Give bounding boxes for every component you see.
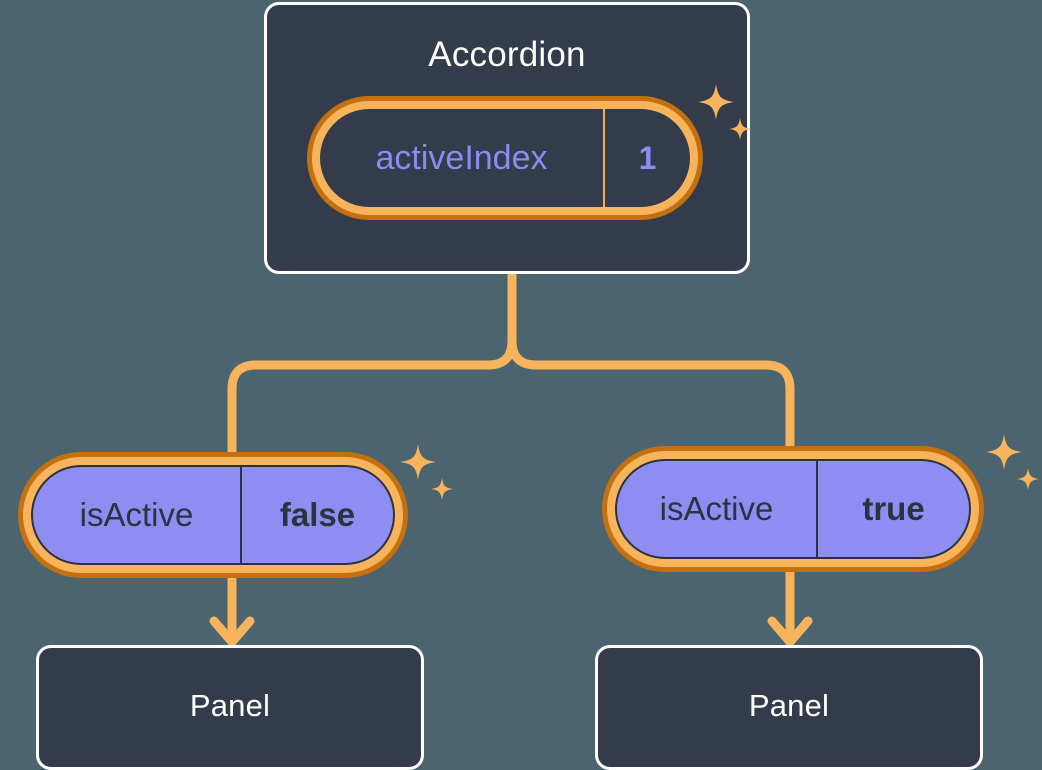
sparkle-icon-small bbox=[431, 478, 453, 500]
prop-pill-key: isActive bbox=[33, 467, 242, 563]
panel-card-title: Panel bbox=[748, 688, 830, 723]
prop-pill-is-active-true[interactable]: isActive true bbox=[602, 446, 984, 572]
sparkle-icon-small bbox=[1017, 468, 1039, 490]
state-pill-active-index[interactable]: activeIndex 1 bbox=[307, 96, 703, 220]
sparkle-icon bbox=[400, 444, 436, 480]
arrowhead-left-panel-icon bbox=[209, 616, 255, 647]
prop-pill-value: true bbox=[862, 490, 925, 527]
sparkle-icon bbox=[986, 434, 1022, 470]
prop-pill-is-active-false[interactable]: isActive false bbox=[18, 452, 408, 578]
pill-body: isActive true bbox=[615, 459, 971, 559]
pill-body: isActive false bbox=[31, 465, 395, 565]
prop-pill-value: false bbox=[279, 496, 356, 533]
wire-accordion-to-right-pill bbox=[507, 271, 795, 451]
arrowhead-right-panel-icon bbox=[767, 616, 813, 647]
state-pill-value: 1 bbox=[638, 139, 657, 176]
wire-accordion-to-left-pill bbox=[227, 271, 517, 457]
prop-pill-key: isActive bbox=[617, 461, 818, 557]
accordion-card-title: Accordion bbox=[428, 35, 586, 74]
panel-component-card-right[interactable]: Panel bbox=[595, 645, 983, 770]
panel-card-title: Panel bbox=[189, 688, 271, 723]
pill-body: activeIndex 1 bbox=[320, 109, 690, 207]
panel-component-card-left[interactable]: Panel bbox=[36, 645, 424, 770]
sparkle-group-right-pill bbox=[986, 434, 1039, 490]
state-pill-key: activeIndex bbox=[320, 109, 605, 207]
